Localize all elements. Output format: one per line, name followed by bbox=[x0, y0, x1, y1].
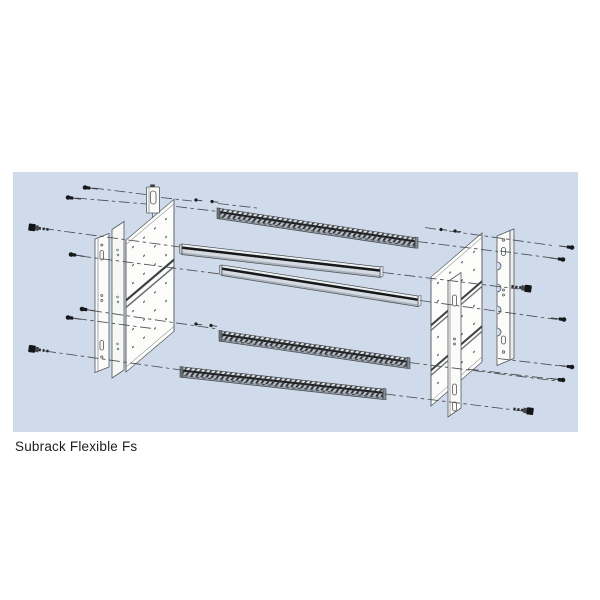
guide-rail-smooth-2 bbox=[219, 264, 422, 308]
guide-rail-perforated-3 bbox=[179, 366, 387, 400]
guide-rail-perforated-2 bbox=[218, 330, 411, 369]
left-side-panel bbox=[125, 198, 175, 373]
card-guide-stripe bbox=[126, 258, 174, 302]
guide-rail-perforated-1 bbox=[216, 207, 419, 249]
edge-notch bbox=[496, 261, 502, 271]
left-mounting-flange bbox=[111, 220, 125, 379]
card-guide-stripe bbox=[126, 265, 174, 309]
right-mounting-flange bbox=[447, 271, 462, 418]
assembly-center-lines bbox=[42, 187, 566, 412]
edge-notch bbox=[496, 327, 502, 337]
hole-grid bbox=[132, 217, 167, 349]
guide-rail-smooth-1 bbox=[179, 243, 384, 279]
right-rack-bracket bbox=[496, 228, 515, 367]
left-rack-bracket bbox=[94, 232, 110, 374]
figure-caption: Subrack Flexible Fs bbox=[15, 439, 138, 454]
card-clamp-bracket bbox=[146, 184, 160, 218]
edge-notch bbox=[496, 283, 502, 293]
